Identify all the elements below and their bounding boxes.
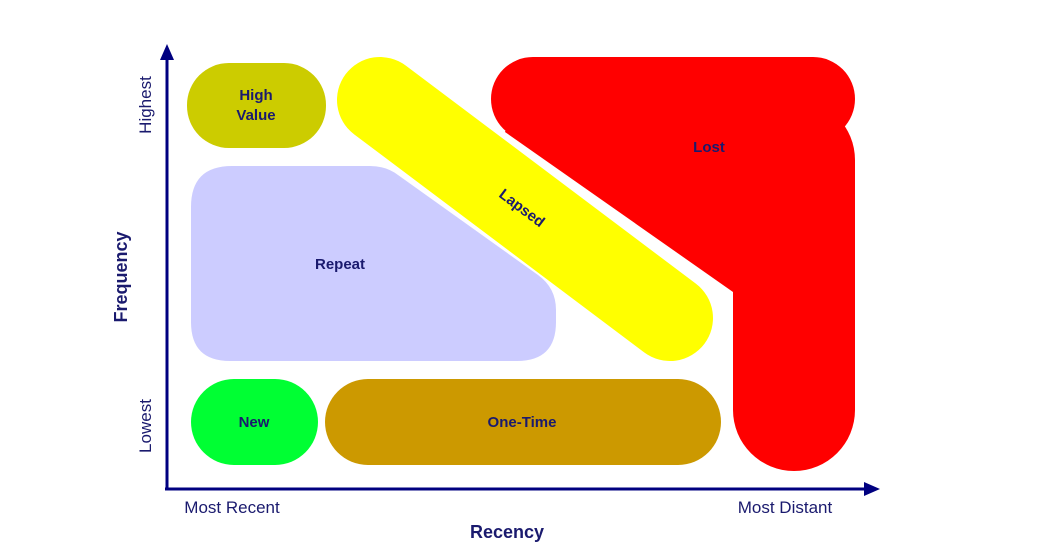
x-axis-min-label: Most Recent <box>184 498 280 517</box>
lost-label: Lost <box>693 139 725 156</box>
high-value-shape <box>187 63 326 148</box>
high-value-label-line2: Value <box>236 107 275 124</box>
y-axis-max-label: Highest <box>136 76 155 134</box>
segment-lapsed: Lapsed <box>337 57 713 361</box>
y-axis-min-label: Lowest <box>136 399 155 453</box>
x-axis-max-label: Most Distant <box>738 498 833 517</box>
segment-repeat: Repeat <box>191 166 556 361</box>
one-time-shape <box>325 379 721 465</box>
y-axis-arrowhead <box>160 44 174 60</box>
high-value-label-line1: High <box>239 87 272 104</box>
repeat-label: Repeat <box>315 256 365 273</box>
segment-lost: Lost <box>491 57 855 471</box>
axes <box>160 44 880 496</box>
x-axis-arrowhead <box>864 482 880 496</box>
segment-new: New <box>191 379 318 465</box>
one-time-label: One-Time <box>488 414 557 431</box>
new-label: New <box>239 414 270 431</box>
repeat-shape <box>191 166 556 361</box>
segment-one-time: One-Time <box>325 379 721 465</box>
new-shape <box>191 379 318 465</box>
segment-high-value: High Value <box>187 63 326 148</box>
lost-diagonal-fill <box>505 57 800 300</box>
y-axis-title: Frequency <box>111 231 131 322</box>
lapsed-band <box>337 57 713 361</box>
x-axis-title: Recency <box>470 522 544 542</box>
